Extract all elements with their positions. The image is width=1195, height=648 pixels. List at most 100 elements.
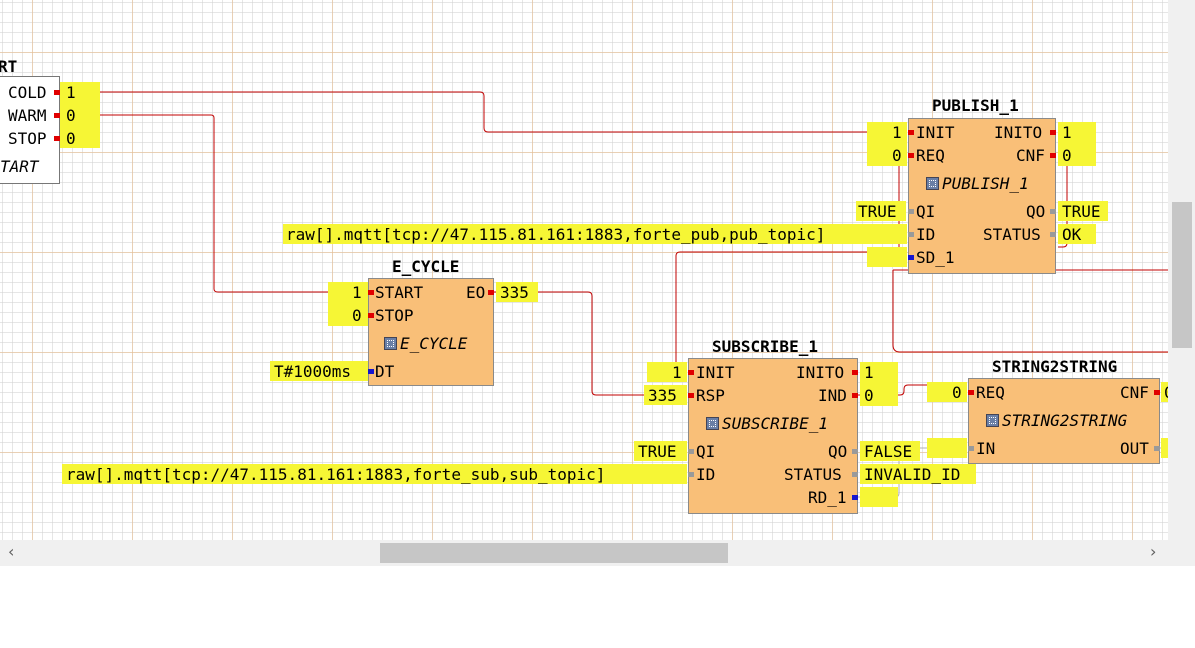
scrollbar-corner bbox=[1168, 540, 1195, 566]
watch-subscribe-id bbox=[62, 464, 687, 484]
publish-pin-sd1[interactable] bbox=[908, 255, 914, 260]
string2string-block[interactable] bbox=[968, 378, 1160, 464]
string2string-out-out: OUT bbox=[1120, 439, 1149, 458]
string2string-out-cnf: CNF bbox=[1120, 383, 1149, 402]
string2string-in-req: REQ bbox=[976, 383, 1005, 402]
watch-subscribe-status bbox=[860, 464, 976, 484]
watch-stop-value: 0 bbox=[66, 129, 76, 148]
watch-subscribe-inito-value: 1 bbox=[864, 363, 874, 382]
watch-publish-qo-value: TRUE bbox=[1062, 202, 1101, 221]
subscribe-out-ind: IND bbox=[818, 386, 847, 405]
conn-eo-to-rsp bbox=[494, 291, 686, 396]
start-pin-stop[interactable] bbox=[54, 136, 60, 141]
watch-ecycle-start bbox=[328, 282, 368, 326]
string2string-pin-req[interactable] bbox=[968, 390, 974, 395]
subscribe-pin-qo[interactable] bbox=[852, 449, 858, 454]
publish-out-inito: INITO bbox=[994, 123, 1043, 142]
watch-subscribe-init bbox=[647, 362, 687, 382]
ecycle-pin-dt[interactable] bbox=[368, 369, 374, 374]
subscribe-pin-ind[interactable] bbox=[852, 393, 858, 398]
start-out-cold: COLD bbox=[8, 83, 47, 102]
publish-out-qo: QO bbox=[1026, 202, 1046, 221]
subscribe-out-rd1: RD_1 bbox=[808, 488, 847, 507]
watch-publish-req-value: 0 bbox=[892, 146, 902, 165]
publish-in-id: ID bbox=[916, 225, 936, 244]
ecycle-out-eo: EO bbox=[466, 283, 486, 302]
watch-subscribe-init-value: 1 bbox=[672, 363, 682, 382]
vertical-scrollbar-thumb[interactable] bbox=[1172, 202, 1192, 348]
publish-pin-status[interactable] bbox=[1050, 232, 1056, 237]
watch-ecycle-eo-value: 335 bbox=[500, 283, 529, 302]
scroll-right-icon[interactable]: › bbox=[1150, 542, 1157, 561]
watch-publish-status-value: OK bbox=[1062, 225, 1082, 244]
subscribe-type: SUBSCRIBE_1 bbox=[722, 414, 828, 433]
subscribe-pin-status[interactable] bbox=[852, 472, 858, 477]
start-pin-cold[interactable] bbox=[54, 90, 60, 95]
ecycle-type: E_CYCLE bbox=[400, 334, 468, 353]
watch-ecycle-start-value: 1 bbox=[352, 283, 362, 302]
start-block-title: RT bbox=[0, 57, 18, 76]
start-pin-warm[interactable] bbox=[54, 113, 60, 118]
string2string-pin-cnf[interactable] bbox=[1154, 390, 1160, 395]
publish-pin-qi[interactable] bbox=[908, 209, 914, 214]
conn-ind-to-req bbox=[858, 384, 966, 396]
publish-out-status: STATUS bbox=[983, 225, 1041, 244]
publish-in-qi: QI bbox=[916, 202, 936, 221]
ecycle-block[interactable] bbox=[368, 278, 494, 386]
subscribe-out-status: STATUS bbox=[784, 465, 842, 484]
watch-string2string-in bbox=[927, 438, 967, 458]
ecycle-pin-eo[interactable] bbox=[488, 290, 494, 295]
watch-ecycle-eo bbox=[496, 282, 538, 302]
subscribe-in-qi: QI bbox=[696, 442, 716, 461]
subscribe-pin-init[interactable] bbox=[688, 370, 694, 375]
watch-publish-cnf-value: 0 bbox=[1062, 146, 1072, 165]
diagram-canvas[interactable]: RT COLD WARM STOP TART 1 0 0 PUBLISH_1 I… bbox=[0, 0, 1168, 540]
publish-pin-req[interactable] bbox=[908, 153, 914, 158]
watch-subscribe-ind-value: 0 bbox=[864, 386, 874, 405]
horizontal-scrollbar-thumb[interactable] bbox=[380, 543, 728, 563]
ecycle-pin-start[interactable] bbox=[368, 290, 374, 295]
ecycle-title: E_CYCLE bbox=[392, 257, 460, 276]
string2string-pin-in[interactable] bbox=[968, 446, 974, 451]
publish-pin-inito[interactable] bbox=[1050, 130, 1056, 135]
watch-publish-init bbox=[867, 122, 907, 166]
watch-string2string-cnf bbox=[1161, 382, 1168, 402]
publish-in-init: INIT bbox=[916, 123, 955, 142]
subscribe-block[interactable] bbox=[688, 358, 858, 514]
watch-subscribe-id-value: raw[].mqtt[tcp://47.115.81.161:1883,fort… bbox=[66, 465, 606, 484]
watch-subscribe-rsp-value: 335 bbox=[648, 386, 677, 405]
publish-pin-qo[interactable] bbox=[1050, 209, 1056, 214]
ecycle-pin-stop[interactable] bbox=[368, 313, 374, 318]
watch-publish-status bbox=[1058, 224, 1096, 244]
string2string-in-in: IN bbox=[976, 439, 996, 458]
publish-pin-id[interactable] bbox=[908, 232, 914, 237]
publish-pin-init[interactable] bbox=[908, 130, 914, 135]
ecycle-in-dt: DT bbox=[375, 362, 395, 381]
subscribe-pin-rsp[interactable] bbox=[688, 393, 694, 398]
subscribe-in-rsp: RSP bbox=[696, 386, 725, 405]
fb-type-icon bbox=[926, 177, 939, 190]
publish-type: PUBLISH_1 bbox=[942, 174, 1029, 193]
fb-type-icon bbox=[706, 417, 719, 430]
subscribe-pin-rd1[interactable] bbox=[852, 495, 858, 500]
watch-publish-id bbox=[283, 224, 907, 244]
watch-ecycle-dt-value: T#1000ms bbox=[274, 362, 352, 381]
string2string-pin-out[interactable] bbox=[1154, 446, 1160, 451]
subscribe-pin-qi[interactable] bbox=[688, 449, 694, 454]
start-block-type: TART bbox=[0, 157, 39, 176]
subscribe-pin-id[interactable] bbox=[688, 472, 694, 477]
watch-subscribe-qo-value: FALSE bbox=[864, 442, 913, 461]
publish-block[interactable] bbox=[908, 118, 1056, 274]
publish-pin-cnf[interactable] bbox=[1050, 153, 1056, 158]
watch-publish-init-value: 1 bbox=[892, 123, 902, 142]
fb-type-icon bbox=[986, 414, 999, 427]
start-out-stop: STOP bbox=[8, 129, 47, 148]
watch-subscribe-rsp bbox=[644, 385, 687, 405]
watch-publish-id-value: raw[].mqtt[tcp://47.115.81.161:1883,fort… bbox=[286, 225, 826, 244]
subscribe-pin-inito[interactable] bbox=[852, 370, 858, 375]
watch-subscribe-qi bbox=[634, 441, 687, 461]
start-out-warm: WARM bbox=[8, 106, 47, 125]
scroll-left-icon[interactable]: ‹ bbox=[8, 542, 15, 561]
start-block[interactable] bbox=[0, 76, 60, 184]
watch-publish-inito bbox=[1058, 122, 1096, 166]
